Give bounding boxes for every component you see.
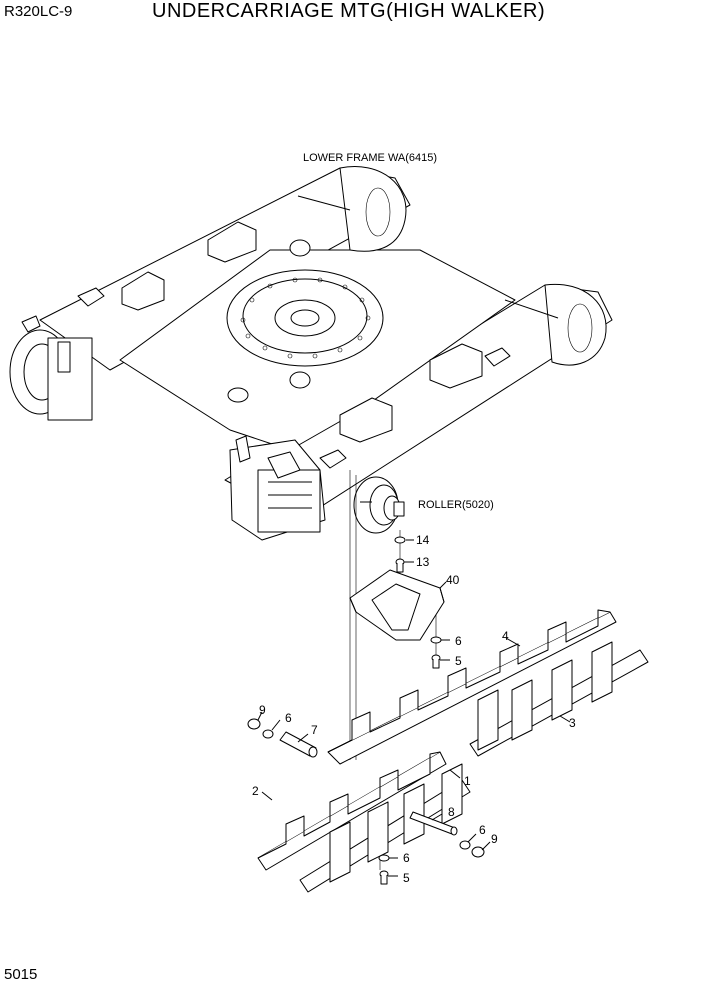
callout-1: 1 (464, 774, 471, 788)
track-guard-2-drawing (257, 751, 447, 871)
pin-8-group (409, 811, 485, 858)
callout-13: 13 (416, 555, 430, 569)
callout-3: 3 (569, 716, 576, 730)
callout-5-lower: 5 (403, 871, 410, 885)
roller-label: ROLLER(5020) (418, 499, 494, 511)
callout-2: 2 (252, 784, 259, 798)
callout-40: 40 (446, 573, 460, 587)
pin-7-group (247, 718, 318, 758)
bracket-40-drawing (349, 569, 445, 641)
callout-6-upper: 6 (455, 634, 462, 648)
bolt-washer-group-upper (394, 536, 442, 669)
callout-7: 7 (311, 723, 318, 737)
track-roller-drawing (353, 476, 405, 534)
callout-9-left: 9 (259, 703, 266, 717)
callout-leaders (257, 501, 571, 877)
track-guard-3-drawing (469, 641, 649, 757)
callout-5-upper: 5 (455, 654, 462, 668)
track-guard-4-drawing (327, 609, 617, 765)
callout-6-right: 6 (479, 823, 486, 837)
page-number: 5015 (4, 966, 38, 983)
lower-frame-label: LOWER FRAME WA(6415) (303, 152, 437, 164)
callout-14: 14 (416, 533, 430, 547)
callout-6-left: 6 (285, 711, 292, 725)
lower-frame-drawing (9, 166, 613, 541)
bolt-washer-group-lower (378, 854, 390, 885)
callout-4: 4 (502, 629, 509, 643)
callout-9-right: 9 (491, 832, 498, 846)
model-code: R320LC-9 (4, 3, 73, 20)
callout-6-lower: 6 (403, 851, 410, 865)
callout-8: 8 (448, 805, 455, 819)
page-title: UNDERCARRIAGE MTG(HIGH WALKER) (152, 0, 546, 22)
